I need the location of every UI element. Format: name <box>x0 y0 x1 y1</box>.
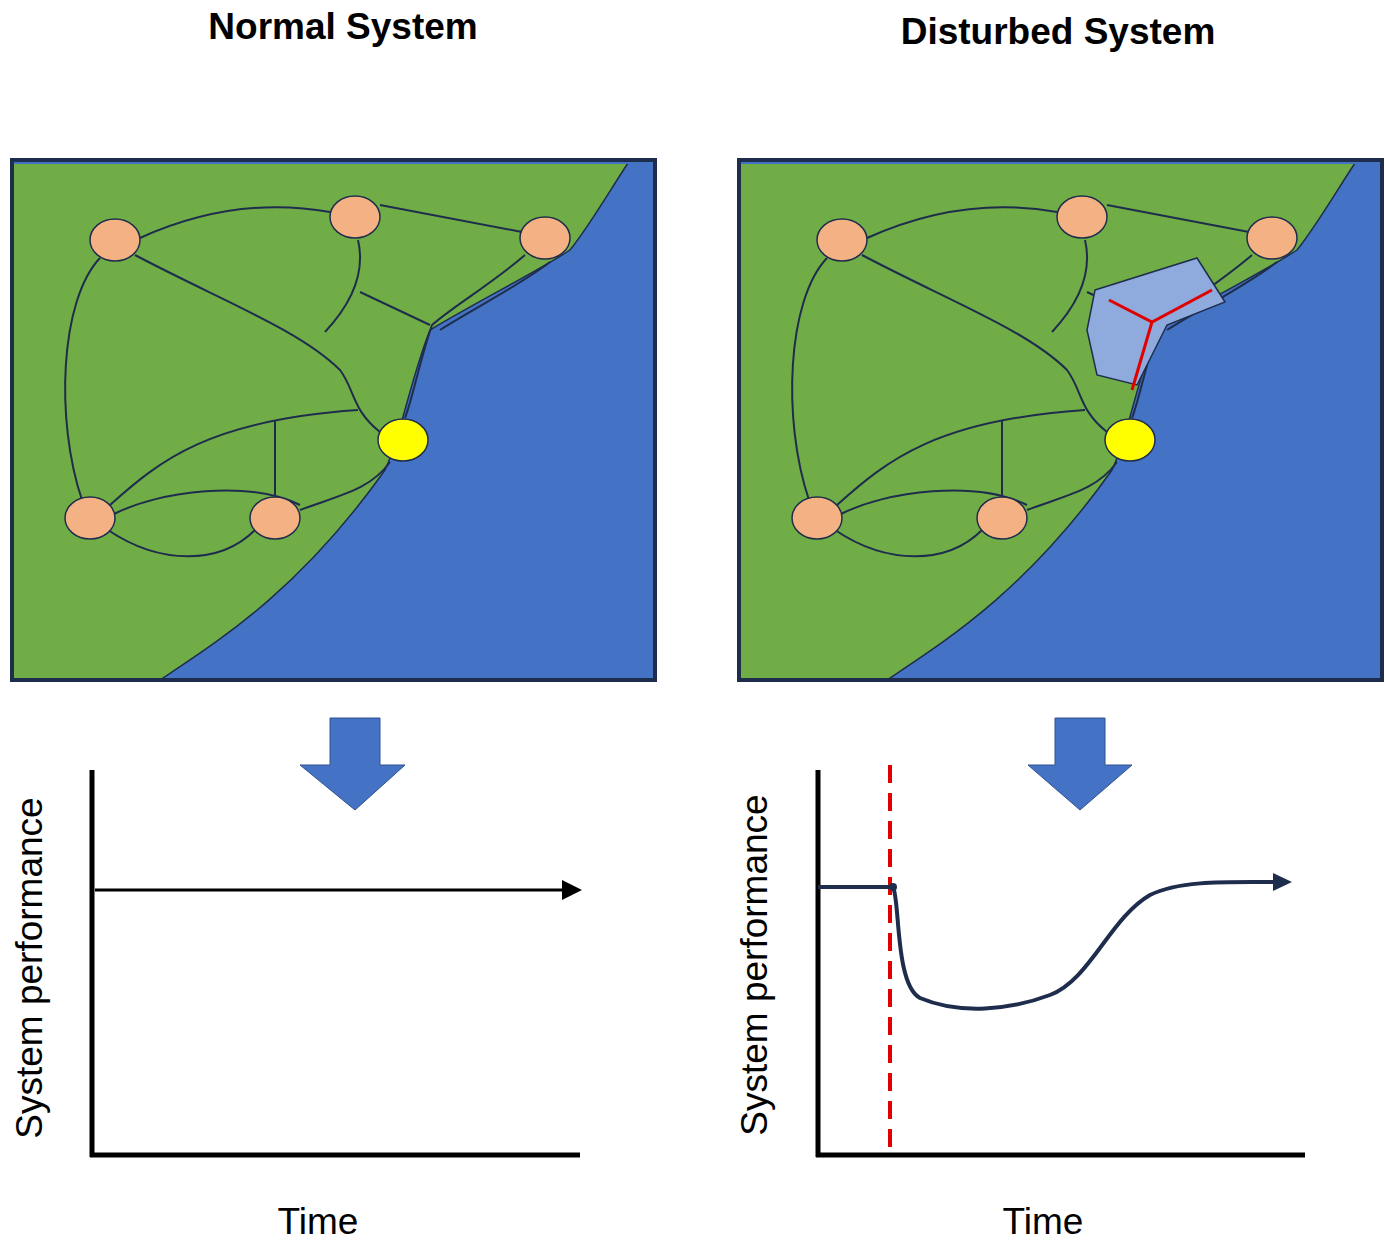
axis-label: Time <box>1003 1201 1084 1243</box>
axis-label: System performance <box>9 797 51 1138</box>
axis-label: System performance <box>734 794 776 1135</box>
panel-heading: Disturbed System <box>901 11 1216 53</box>
axis-label: Time <box>278 1201 359 1243</box>
panel-heading: Normal System <box>208 6 477 48</box>
